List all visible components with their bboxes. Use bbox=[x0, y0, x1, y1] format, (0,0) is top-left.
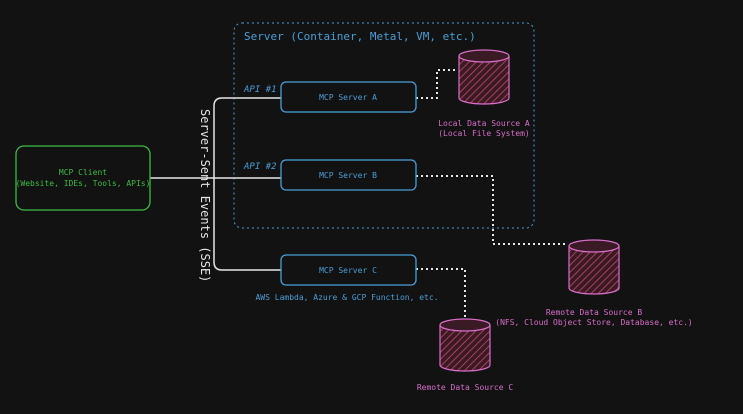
datasource-connectors bbox=[416, 69, 567, 320]
mcp-client-node: MCP Client (Website, IDEs, Tools, APIs) bbox=[15, 145, 151, 211]
remote-data-source-b-title: Remote Data Source B bbox=[546, 308, 643, 317]
mcp-server-a-node: MCP Server A bbox=[280, 81, 417, 113]
mcp-client-box bbox=[15, 145, 151, 211]
remote-data-source-b-subtitle: (NFS, Cloud Object Store, Database, etc.… bbox=[495, 318, 692, 327]
mcp-client-subtitle: (Website, IDEs, Tools, APIs) bbox=[16, 179, 151, 188]
api-2-label: API #2 bbox=[243, 162, 277, 172]
connector-to-server-a bbox=[213, 97, 281, 178]
mcp-server-b-box bbox=[280, 159, 417, 191]
local-data-source-a-subtitle: (Local File System) bbox=[438, 129, 530, 138]
database-cylinder-icon bbox=[458, 49, 510, 105]
mcp-server-b-node: MCP Server B bbox=[280, 159, 417, 191]
database-cylinder-icon bbox=[568, 239, 620, 295]
database-cylinder-icon bbox=[439, 318, 491, 372]
connector-b-to-remote-b bbox=[416, 175, 567, 245]
server-group: Server (Container, Metal, VM, etc.) bbox=[233, 22, 535, 229]
mcp-server-c-label: MCP Server C bbox=[319, 266, 377, 275]
mcp-server-c-node: MCP Server C AWS Lambda, Azure & GCP Fun… bbox=[255, 254, 439, 302]
mcp-server-b-label: MCP Server B bbox=[319, 171, 377, 180]
mcp-server-a-label: MCP Server A bbox=[319, 93, 377, 102]
connector-c-to-remote-c bbox=[416, 268, 466, 320]
sse-label: Server-Sent Events (SSE) bbox=[198, 109, 212, 282]
client-connectors bbox=[150, 97, 281, 271]
mcp-client-title: MCP Client bbox=[59, 168, 107, 177]
mcp-server-c-note: AWS Lambda, Azure & GCP Function, etc. bbox=[255, 293, 438, 302]
remote-data-source-b: Remote Data Source B (NFS, Cloud Object … bbox=[495, 239, 693, 327]
remote-data-source-c: Remote Data Source C bbox=[417, 318, 514, 392]
connector-a-to-local-a bbox=[416, 69, 458, 99]
local-data-source-a-title: Local Data Source A bbox=[438, 119, 530, 128]
server-group-title: Server (Container, Metal, VM, etc.) bbox=[244, 30, 476, 43]
server-group-border bbox=[233, 22, 535, 229]
connector-to-server-c bbox=[213, 178, 281, 271]
mcp-server-c-box bbox=[280, 254, 417, 286]
remote-data-source-c-title: Remote Data Source C bbox=[417, 383, 514, 392]
local-data-source-a: Local Data Source A (Local File System) bbox=[438, 49, 530, 138]
mcp-server-a-box bbox=[280, 81, 417, 113]
api-1-label: API #1 bbox=[243, 85, 277, 95]
